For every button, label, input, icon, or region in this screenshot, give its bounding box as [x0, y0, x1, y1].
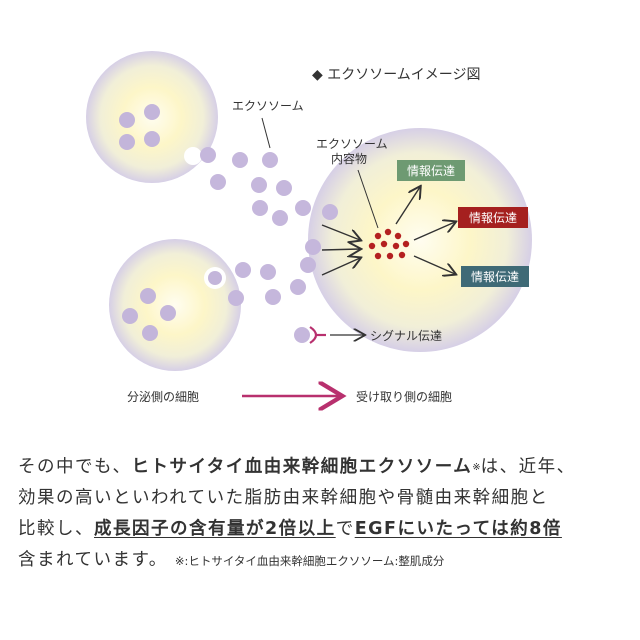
highlight-exosome-name: ヒトサイタイ血由来幹細胞エクソソーム — [131, 457, 473, 477]
svg-text:情報伝達: 情報伝達 — [471, 270, 519, 284]
highlight-egf: EGFにいたっては約8倍 — [354, 519, 562, 539]
diagram-title: ◆ エクソソームイメージ図 — [312, 67, 481, 83]
secreting-cell-top — [86, 51, 218, 183]
description-paragraph: その中でも、ヒトサイタイ血由来幹細胞エクソソーム※は、近年、 効果の高いといわれ… — [18, 452, 628, 577]
highlight-growth-factor: 成長因子の含有量が2倍以上 — [94, 519, 336, 539]
label-exosome-content-line1: エクソソーム — [316, 137, 388, 151]
description-line-4: 含まれています。 ※:ヒトサイタイ血由来幹細胞エクソソーム:整肌成分 — [18, 550, 445, 570]
footnote: ※:ヒトサイタイ血由来幹細胞エクソソーム:整肌成分 — [174, 554, 445, 568]
secreting-cell-bottom — [109, 239, 241, 371]
label-secreting-cell: 分泌側の細胞 — [127, 390, 199, 404]
badge-info-transfer-red: 情報伝達 — [458, 207, 528, 228]
exosome-vesicles — [200, 147, 338, 306]
svg-text:情報伝達: 情報伝達 — [407, 164, 455, 178]
receiving-cell — [308, 128, 532, 352]
badge-info-transfer-teal: 情報伝達 — [461, 266, 529, 287]
description-line-1: その中でも、ヒトサイタイ血由来幹細胞エクソソーム※は、近年、 — [18, 457, 576, 477]
signal-receptor — [294, 326, 364, 344]
description-line-2: 効果の高いといわれていた脂肪由来幹細胞や骨髄由来幹細胞と — [18, 488, 549, 508]
incoming-arrows — [321, 224, 360, 276]
label-signal-transfer: シグナル伝達 — [370, 329, 442, 343]
badge-info-transfer-green: 情報伝達 — [397, 160, 465, 181]
svg-text:情報伝達: 情報伝達 — [469, 211, 517, 225]
label-exosome: エクソソーム — [232, 99, 304, 113]
outgoing-arrows — [395, 187, 455, 274]
exosome-contents — [368, 228, 410, 260]
label-exosome-content-line2: 内容物 — [331, 151, 367, 166]
label-receiving-cell: 受け取り側の細胞 — [356, 390, 452, 404]
exosome-diagram: ◆ エクソソームイメージ図 — [86, 51, 532, 420]
description-line-3: 比較し、成長因子の含有量が2倍以上でEGFにいたっては約8倍 — [18, 519, 562, 539]
